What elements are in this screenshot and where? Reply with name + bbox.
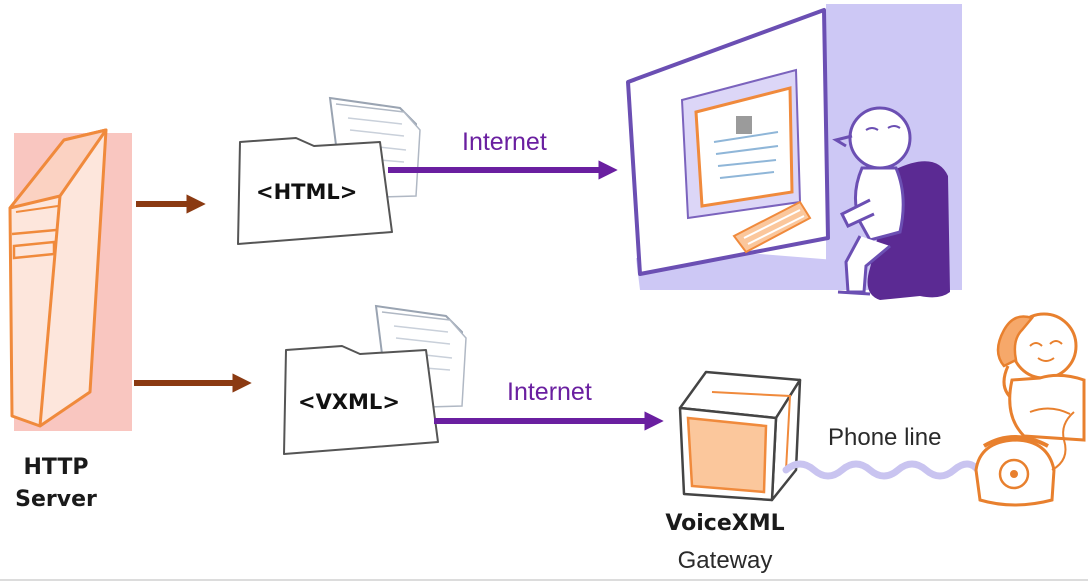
http-server-icon	[8, 128, 132, 431]
gateway-title: VoiceXML	[665, 511, 785, 536]
http-server-label-line2: Server	[15, 487, 97, 512]
voicexml-gateway-icon	[678, 370, 802, 502]
internet-label-top: Internet	[462, 128, 547, 156]
phone-line-label: Phone line	[828, 424, 942, 451]
html-document-label: <HTML>	[256, 180, 358, 204]
gateway-subtitle: Gateway	[677, 547, 773, 574]
internet-label-bottom: Internet	[507, 378, 592, 406]
vxml-document-icon	[283, 304, 467, 455]
vxml-document-label: <VXML>	[298, 390, 400, 414]
desktop-computer-user-icon	[626, 4, 962, 300]
html-document-icon	[237, 96, 421, 245]
phone-line-wave	[782, 460, 982, 480]
http-server-label: HTTP Server	[8, 452, 104, 516]
telephone-user-icon	[974, 312, 1086, 507]
http-server-label-line1: HTTP	[23, 455, 89, 480]
